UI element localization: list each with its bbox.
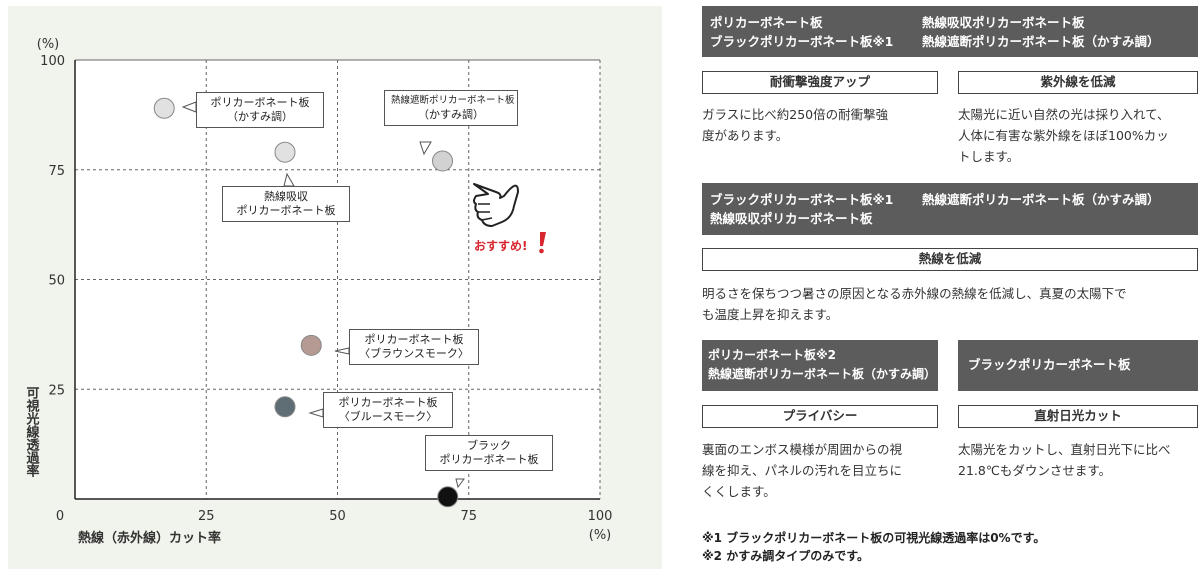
pointing-hand-icon	[473, 183, 519, 227]
x-tick-label: 100	[588, 509, 613, 524]
callout-line: ブラック	[467, 439, 511, 452]
header-line: ポリカーボネート板※2	[708, 348, 837, 362]
section2-header-item: 熱線吸収ポリカーボネート板	[710, 211, 873, 226]
y-tick-label: 100	[40, 54, 65, 69]
callout-line: ポリカーボネート板	[364, 333, 464, 346]
desc-line: も温度上昇を抑えます。	[702, 307, 839, 322]
callout-line: 熱線遮断ポリカーボネート板	[391, 95, 515, 106]
section1-header: ポリカーボネート板 熱線吸収ポリカーボネート板 ブラックポリカーボネート板※1 …	[702, 6, 1198, 57]
y-tick-label: 75	[48, 164, 65, 179]
desc-line: 度があります。	[702, 128, 789, 143]
callout-pointer	[455, 478, 465, 489]
callout-brown-smoke: ポリカーボネート板 〈ブラウンスモーク〉	[349, 329, 479, 365]
data-point	[437, 486, 459, 508]
desc-line: 裏面のエンボス模様が周囲からの視	[702, 442, 903, 457]
grid-layer	[75, 59, 601, 499]
y-tick-label: 50	[48, 274, 65, 289]
x-tick-label: 25	[198, 509, 215, 524]
callout-blue-smoke: ポリカーボネート板 〈ブルースモーク〉	[323, 392, 453, 428]
section1-header-item: 熱線遮断ポリカーボネート板（かすみ調）	[922, 34, 1160, 49]
y-tick-label: 25	[48, 383, 65, 398]
desc-line: 21.8℃もダウンさせます。	[958, 463, 1112, 478]
point-layer	[153, 97, 459, 508]
feature-sun-label: 直射日光カット	[958, 405, 1198, 428]
callout-line: ポリカーボネート板	[236, 204, 336, 217]
footnotes: ※1 ブラックポリカーボネート板の可視光線透過率は0%です。 ※2 かすみ調タイ…	[702, 529, 1198, 565]
x-tick-label: 50	[329, 509, 346, 524]
desc-line: ガラスに比べ約250倍の耐衝撃強	[702, 107, 889, 122]
feature-heat-desc: 明るさを保ちつつ暑さの原因となる赤外線の熱線を低減し、真夏の太陽下で も温度上昇…	[702, 283, 1200, 325]
feature-privacy-label: プライバシー	[702, 405, 938, 428]
section3-left-header: ポリカーボネート板※2 熱線遮断ポリカーボネート板（かすみ調）	[702, 340, 938, 391]
callout-line: （かすみ調）	[227, 110, 293, 123]
hand-fingers	[478, 203, 493, 221]
data-point	[153, 97, 175, 119]
feature-impact-label: 耐衝撃強度アップ	[702, 71, 938, 94]
callout-line: 熱線吸収	[264, 190, 308, 203]
data-point	[274, 141, 296, 163]
callout-black: ブラック ポリカーボネート板	[425, 435, 553, 471]
recommend-label: おすすめ!	[474, 239, 528, 253]
section2-header-item: ブラックポリカーボネート板※1	[710, 192, 894, 207]
y-unit-label: (%)	[37, 37, 60, 52]
footnote-2: ※2 かすみ調タイプのみです。	[702, 549, 869, 563]
section2-header-item: 熱線遮断ポリカーボネート板（かすみ調）	[922, 192, 1160, 207]
data-point	[274, 396, 296, 418]
section1-header-item: ブラックポリカーボネート板※1	[710, 34, 894, 49]
x-tick-label: 0	[56, 509, 64, 524]
feature-heat-label: 熱線を低減	[702, 248, 1198, 271]
desc-line: 明るさを保ちつつ暑さの原因となる赤外線の熱線を低減し、真夏の太陽下で	[702, 286, 1127, 301]
y-axis-label: 可視光線透過率	[24, 386, 41, 478]
x-tick-label: 75	[460, 509, 477, 524]
x-unit-label: (%)	[589, 528, 612, 543]
callout-line: ポリカーボネート板	[210, 96, 310, 109]
feature-privacy-desc: 裏面のエンボス模様が周囲からの視 線を抑え、パネルの汚れを目立ちに くくします。	[702, 439, 942, 502]
callout-line: ポリカーボネート板	[338, 396, 438, 409]
exclamation-dot	[539, 248, 544, 254]
desc-line: 線を抑え、パネルの汚れを目立ちに	[702, 463, 903, 478]
x-axis-label: 熱線（赤外線）カット率	[78, 530, 221, 546]
callout-line: 〈ブルースモーク〉	[338, 410, 438, 423]
hand-outline	[473, 183, 519, 227]
callout-line: （かすみ調）	[418, 108, 484, 121]
desc-line: トします。	[958, 149, 1020, 164]
callout-heat-absorbing: 熱線吸収 ポリカーボネート板	[222, 186, 350, 222]
exclamation-icon	[539, 232, 546, 254]
callout-polycarbonate-kasumi: ポリカーボネート板 （かすみ調）	[196, 92, 324, 128]
desc-line: くくします。	[702, 484, 776, 499]
header-line: ブラックポリカーボネート板	[968, 357, 1131, 372]
axis-layer: 0 25 50 75 100 25 50 75 100 (%) (%) 熱線（赤外線）カット率 可視光線…	[24, 37, 613, 546]
data-point	[300, 334, 322, 356]
callout-line: ポリカーボネート板	[439, 453, 539, 466]
feature-uv-label: 紫外線を低減	[958, 71, 1198, 94]
section1-header-item: ポリカーボネート板	[710, 15, 823, 30]
callout-heat-shielding-kasumi: 熱線遮断ポリカーボネート板 （かすみ調）	[384, 90, 518, 126]
header-line: 熱線遮断ポリカーボネート板（かすみ調）	[708, 367, 937, 381]
section1-header-item: 熱線吸収ポリカーボネート板	[922, 15, 1085, 30]
feature-uv-desc: 太陽光に近い自然の光は採り入れて、 人体に有害な紫外線をほぼ100%カッ トしま…	[958, 104, 1200, 167]
section3-right-header: ブラックポリカーボネート板	[958, 340, 1198, 391]
feature-impact-desc: ガラスに比べ約250倍の耐衝撃強 度があります。	[702, 104, 942, 146]
scatter-chart: 0 25 50 75 100 25 50 75 100 (%) (%) 熱線（赤外線）カット率 可視光線…	[24, 37, 613, 546]
footnote-1: ※1 ブラックポリカーボネート板の可視光線透過率は0%です。	[702, 531, 1046, 545]
desc-line: 太陽光に近い自然の光は採り入れて、	[958, 107, 1170, 122]
data-point	[432, 150, 453, 172]
callout-pointer	[419, 141, 432, 156]
chart-panel: 0 25 50 75 100 25 50 75 100 (%) (%) 熱線（赤外線）カット率 可視光線…	[8, 6, 662, 569]
desc-line: 太陽光をカットし、直射日光下に比べ	[958, 442, 1171, 457]
desc-line: 人体に有害な紫外線をほぼ100%カッ	[958, 128, 1169, 143]
callout-line: 〈ブラウンスモーク〉	[359, 347, 469, 360]
section2-header: ブラックポリカーボネート板※1 熱線遮断ポリカーボネート板（かすみ調） 熱線吸収…	[702, 183, 1198, 235]
exclamation-bar	[540, 232, 546, 246]
feature-sun-desc: 太陽光をカットし、直射日光下に比べ 21.8℃もダウンさせます。	[958, 439, 1200, 481]
